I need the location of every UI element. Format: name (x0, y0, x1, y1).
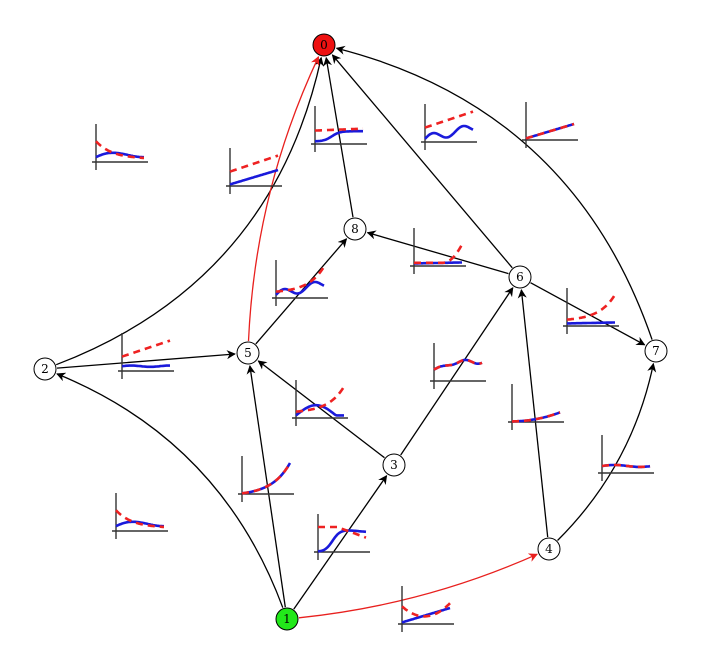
plots-layer (92, 102, 654, 632)
edge-7-0 (335, 45, 653, 340)
edge-6-8 (366, 230, 509, 275)
plot-red-curve (424, 110, 474, 129)
edge-plot-5-0 (226, 148, 282, 194)
edge-1-2 (56, 372, 284, 608)
plot-blue-curve (229, 168, 279, 186)
edge-4-7 (557, 362, 657, 541)
node-label: 6 (516, 270, 524, 284)
node-4: 4 (537, 537, 561, 561)
edge-plot-2-5 (118, 333, 174, 379)
node-label: 8 (351, 222, 359, 236)
plot-red-curve (95, 140, 144, 160)
node-label: 2 (41, 362, 49, 376)
plot-blue-curve (95, 151, 144, 159)
node-2: 2 (33, 357, 57, 381)
edge-5-0 (247, 55, 320, 342)
plot-red-curve (566, 293, 617, 321)
plot-red-curve (401, 602, 451, 618)
edge-1-4 (298, 553, 538, 619)
plot-red-curve (601, 463, 651, 469)
edge-6-7 (530, 282, 646, 346)
plot-red-curve (121, 339, 171, 358)
plot-red-curve (295, 385, 346, 413)
edge-2-0 (55, 56, 324, 366)
node-7: 7 (644, 339, 668, 363)
plot-blue-curve (121, 364, 170, 369)
node-3: 3 (382, 453, 406, 477)
edge-plot-4-7 (598, 435, 654, 481)
plot-red-curve (275, 265, 326, 293)
edge-plot-1-3 (314, 514, 370, 560)
edge-2-5 (56, 350, 236, 369)
node-8: 8 (343, 217, 367, 241)
node-5: 5 (236, 341, 260, 365)
edge-3-5 (257, 360, 385, 459)
edge-plot-6-8 (410, 228, 466, 274)
plot-red-curve (414, 243, 464, 265)
node-circle (236, 341, 260, 365)
node-6: 6 (508, 265, 532, 289)
plot-red-curve (512, 411, 561, 423)
node-label: 1 (283, 612, 291, 626)
edge-plot-6-0 (421, 104, 477, 150)
edges-layer (55, 45, 657, 619)
node-circle (508, 265, 532, 289)
node-0: 0 (312, 33, 336, 57)
edge-plot-3-6 (430, 343, 486, 389)
edge-3-6 (400, 287, 514, 456)
node-circle (343, 217, 367, 241)
node-label: 4 (545, 542, 553, 556)
edge-plot-1-2 (112, 493, 168, 539)
edge-plot-8-0 (311, 106, 367, 152)
edge-plot-6-7 (563, 288, 619, 334)
plot-blue-curve (275, 280, 325, 296)
plot-blue-curve (115, 520, 164, 528)
edge-plot-1-4 (398, 586, 454, 632)
node-circle (33, 357, 57, 381)
node-circle (382, 453, 406, 477)
plot-red-curve (433, 358, 483, 371)
nodes-layer: 0 1 2 3 4 5 6 7 8 (33, 33, 668, 631)
plot-blue-curve (424, 124, 474, 140)
node-circle (312, 33, 336, 57)
node-circle (537, 537, 561, 561)
edge-plot-7-0 (522, 102, 578, 148)
edge-plot-2-0 (92, 124, 148, 170)
node-label: 0 (320, 38, 328, 52)
node-circle (644, 339, 668, 363)
edge-6-0 (331, 54, 513, 269)
plot-red-curve (318, 525, 367, 539)
plot-red-curve (241, 462, 292, 495)
plot-blue-curve (567, 321, 615, 325)
node-circle (275, 607, 299, 631)
edge-1-3 (293, 474, 388, 610)
plot-red-curve (314, 127, 364, 132)
edge-plot-1-5 (238, 456, 294, 502)
edge-8-0 (323, 56, 354, 218)
edge-plot-4-6 (508, 384, 564, 430)
plot-blue-curve (317, 529, 367, 553)
node-label: 7 (652, 344, 660, 358)
node-1: 1 (275, 607, 299, 631)
plot-red-curve (525, 122, 575, 140)
edge-plot-5-8 (272, 260, 328, 306)
node-label: 5 (244, 346, 252, 360)
plot-red-curve (115, 509, 164, 529)
plot-blue-curve (314, 129, 363, 143)
edge-plot-3-5 (292, 380, 348, 426)
edge-4-6 (517, 288, 549, 538)
plot-red-curve (229, 154, 279, 173)
node-label: 3 (390, 458, 398, 472)
